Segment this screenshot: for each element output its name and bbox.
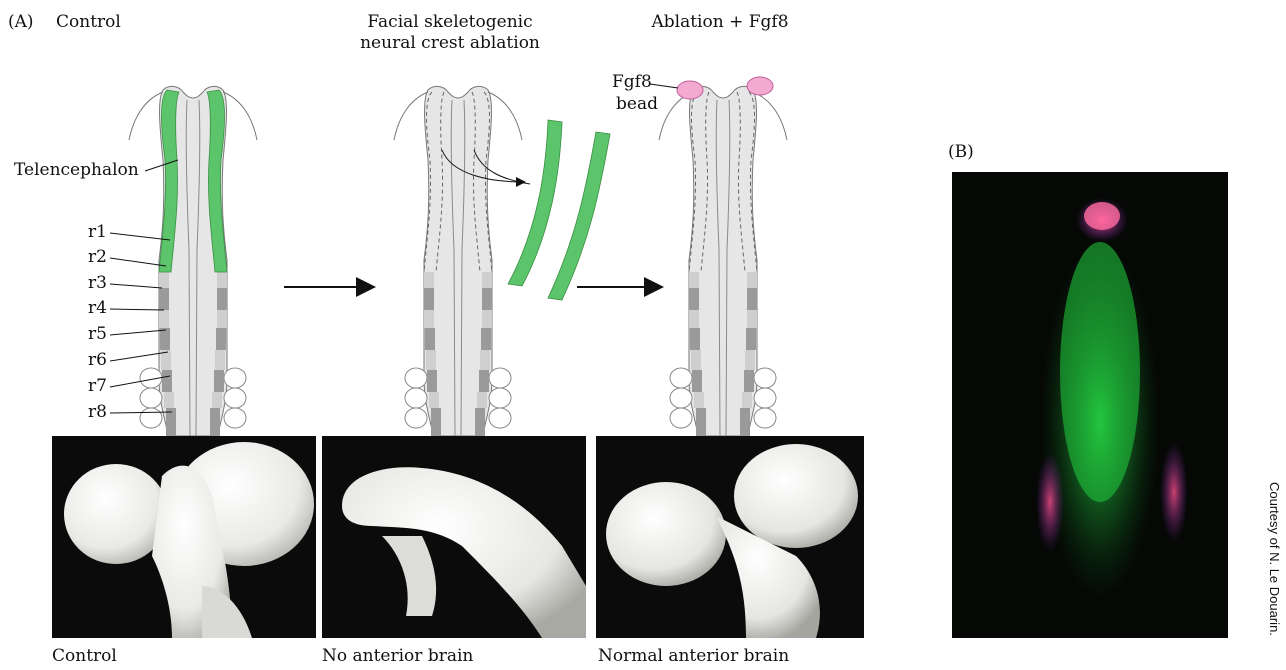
bead-leader-line xyxy=(650,84,678,88)
control-embryo xyxy=(129,86,257,436)
caption-control: Control xyxy=(52,646,117,667)
caption-no-anterior-brain: No anterior brain xyxy=(322,646,473,667)
photo-no-anterior-brain xyxy=(322,436,586,638)
caption-normal-anterior-brain: Normal anterior brain xyxy=(598,646,789,667)
photo-normal-anterior-brain xyxy=(596,436,864,638)
ablated-embryo xyxy=(394,86,522,436)
photo-control-brain xyxy=(52,436,316,638)
fgf8-bead-right xyxy=(747,77,773,95)
removed-crest-left xyxy=(508,120,562,286)
fluorescence-image xyxy=(952,172,1228,638)
fgf8-embryo xyxy=(659,86,787,436)
photo-credit: Courtesy of N. Le Douarin. xyxy=(1267,482,1282,636)
fgf8-bead-left xyxy=(677,81,703,99)
